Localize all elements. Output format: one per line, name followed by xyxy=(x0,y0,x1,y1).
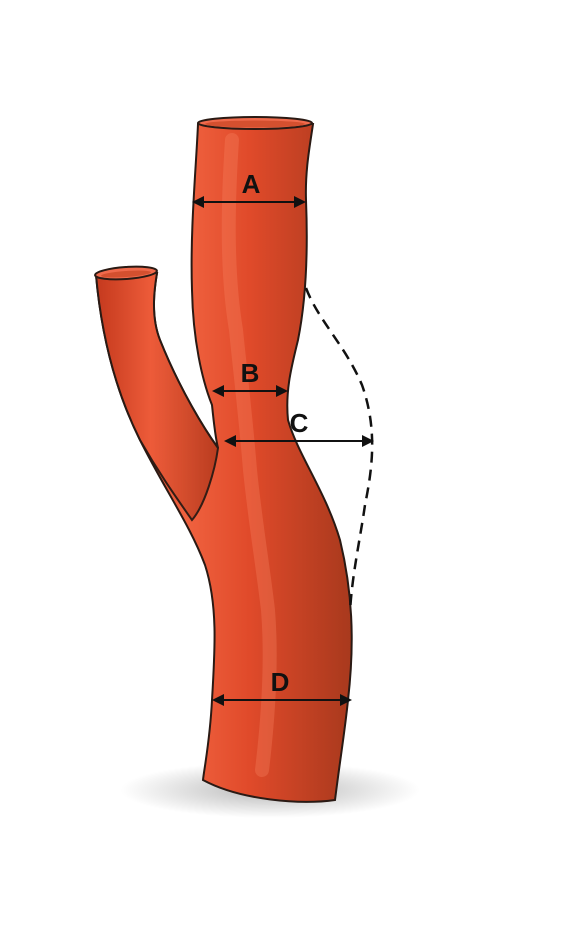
label-d: D xyxy=(271,667,290,697)
trunk-lumen xyxy=(205,120,305,128)
label-a: A xyxy=(242,169,261,199)
vessel-highlight xyxy=(221,133,277,777)
branch-lumen xyxy=(101,270,151,278)
vessel-body xyxy=(94,123,353,803)
dilation-dashed-outline xyxy=(304,287,374,613)
label-c: C xyxy=(290,408,309,438)
label-b: B xyxy=(241,358,260,388)
vessel-branch xyxy=(94,271,220,522)
